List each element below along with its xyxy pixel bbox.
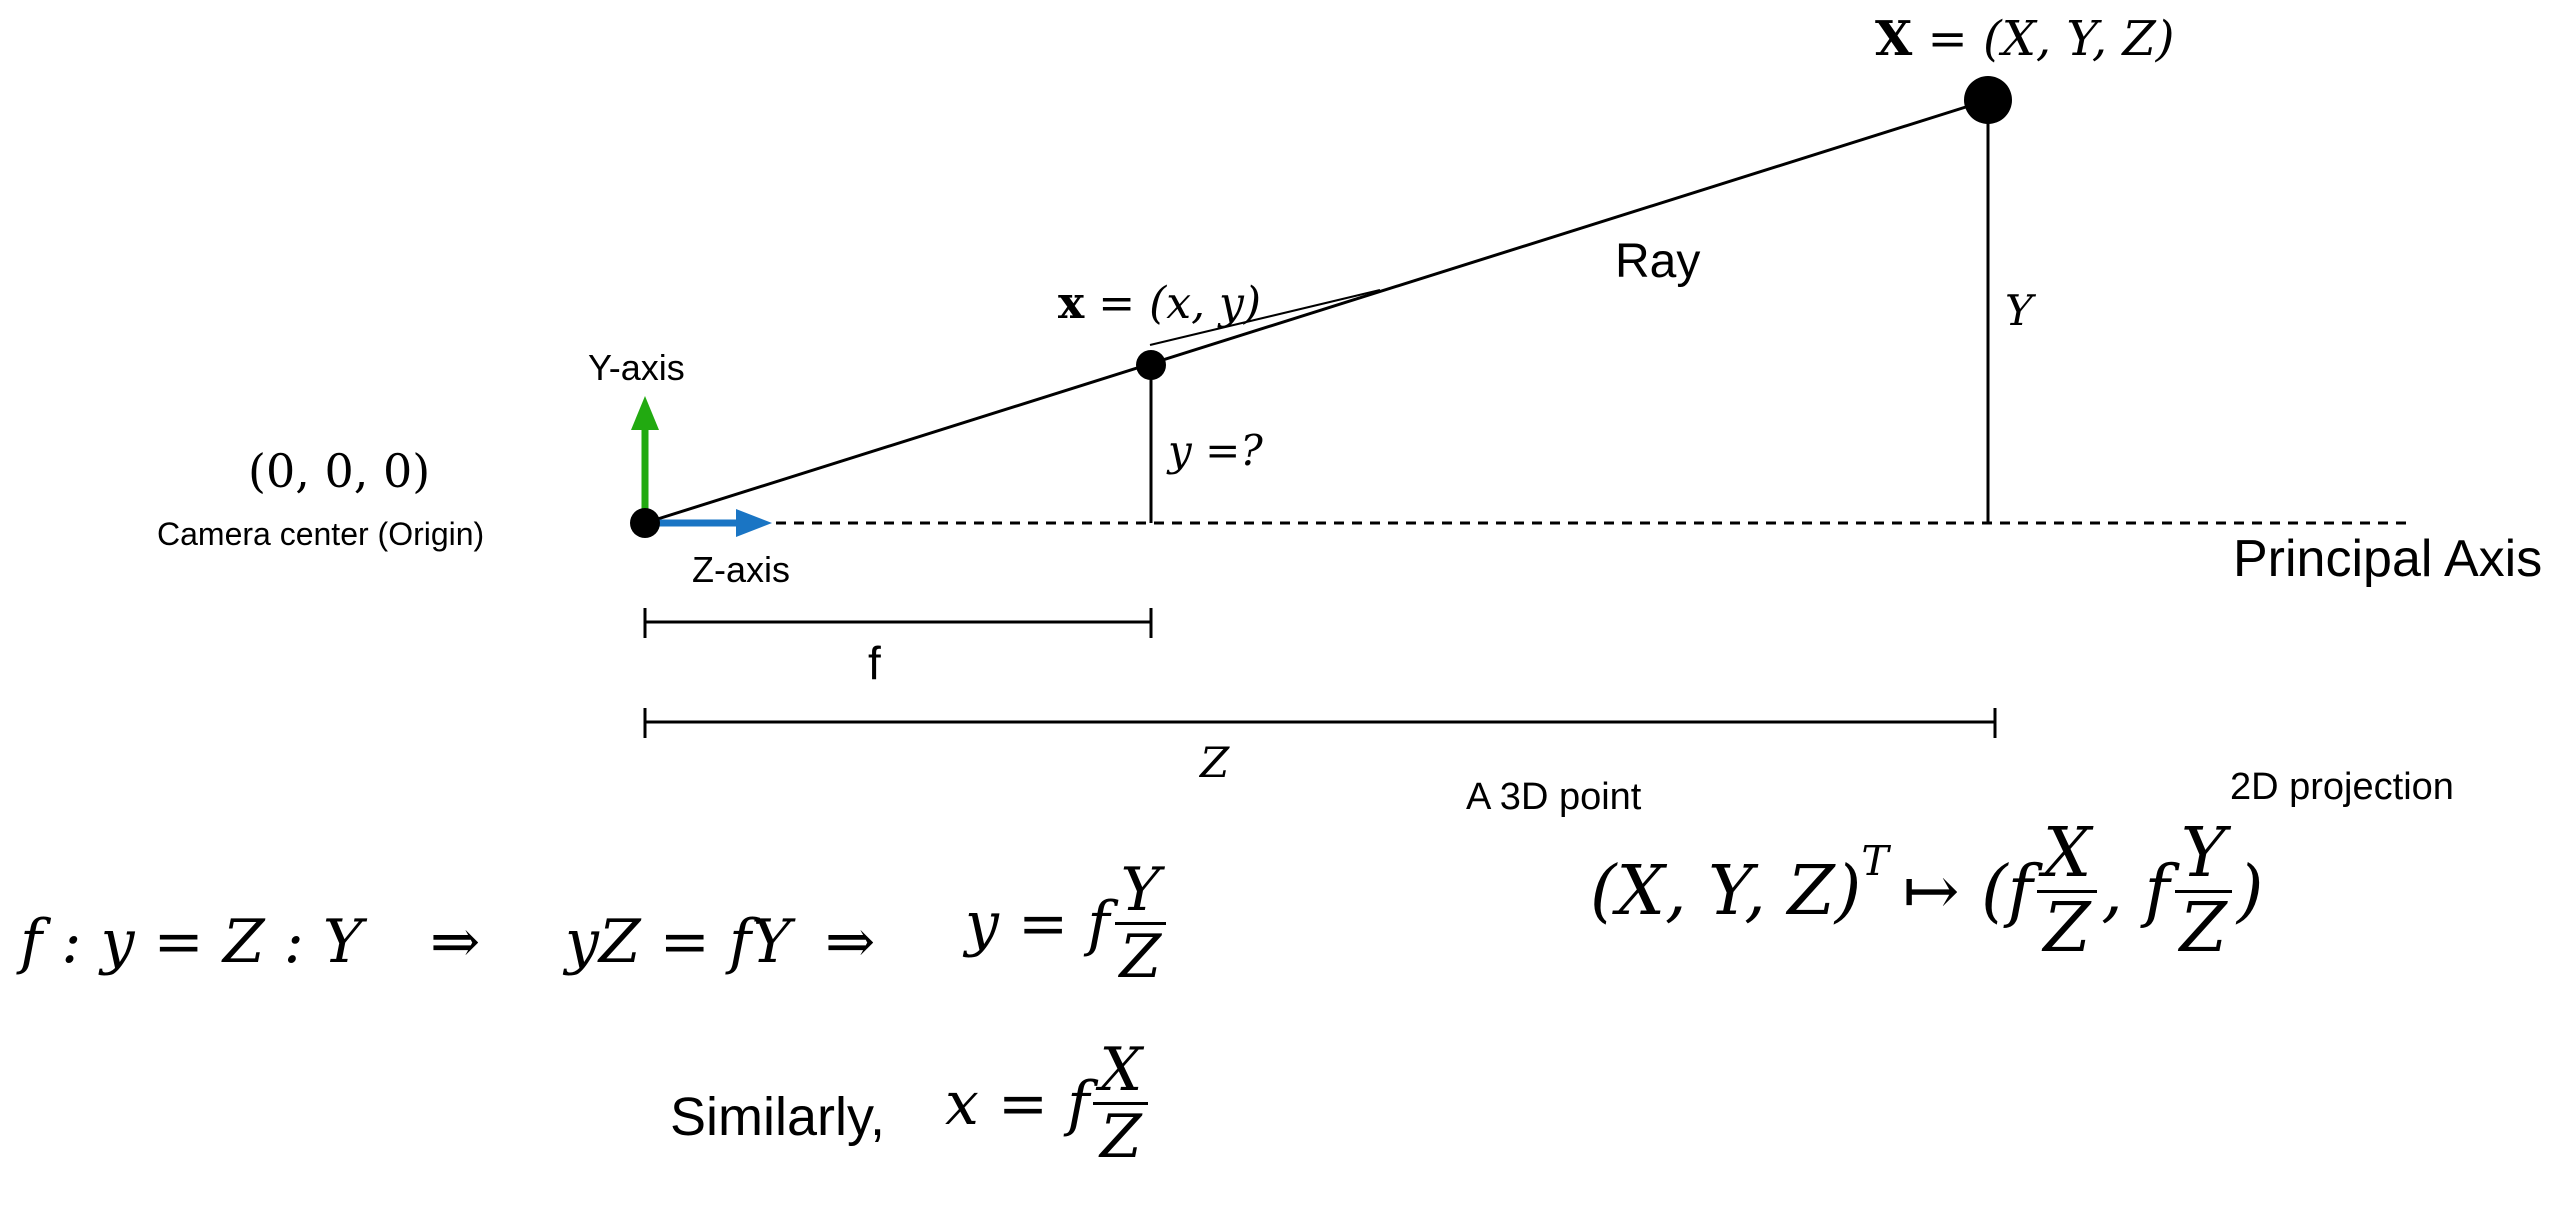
- world-point-coords: = (X, Y, Z): [1927, 11, 2175, 67]
- X-over-Z-fraction: X Z: [2036, 820, 2098, 968]
- similarly-label: Similarly,: [670, 1087, 885, 1147]
- origin-point: [630, 508, 660, 538]
- fraction-denominator: Z: [2179, 889, 2227, 968]
- fraction-numerator: X: [2036, 820, 2098, 893]
- fraction-numerator: Y: [2174, 820, 2232, 893]
- projection-mapping: (X, Y, Z) T ↦ (f X Z , f Y Z ): [1590, 820, 2263, 963]
- world-point-symbol: X: [1875, 11, 1913, 67]
- principal-axis-label: Principal Axis: [2233, 530, 2543, 588]
- fraction-denominator: Z: [1099, 1102, 1142, 1172]
- image-point-coords: = (x, y): [1098, 278, 1262, 329]
- fraction-numerator: Y: [1114, 860, 1167, 925]
- world-point-label: X = (X, Y, Z): [1875, 15, 2175, 63]
- ray-line: [644, 98, 1989, 525]
- Z-dimension-label: Z: [1200, 738, 1230, 787]
- x-solution-lhs: x = f: [945, 1068, 1090, 1139]
- z-axis-label: Z-axis: [692, 549, 790, 590]
- ray-label: Ray: [1615, 235, 1701, 288]
- yZ-equation: yZ = fY: [565, 907, 791, 977]
- world-point: [1964, 76, 2012, 124]
- a-3d-point-label: A 3D point: [1466, 776, 1642, 818]
- x-solution-equation: x = f X Z: [945, 1040, 1152, 1167]
- fraction-denominator: Z: [2043, 889, 2091, 968]
- projection-lhs: (X, Y, Z): [1590, 851, 1862, 931]
- ratio-equation: f : y = Z : Y: [20, 912, 363, 972]
- fraction-denominator: Z: [1119, 922, 1162, 992]
- Y-over-Z-fraction: Y Z: [1114, 860, 1168, 987]
- ratio-expression: f : y = Z : Y: [20, 907, 363, 977]
- y-solution-lhs: y = f: [965, 888, 1110, 959]
- y-unknown-label: y =?: [1168, 426, 1263, 475]
- mapsto-symbol: ↦ (f: [1902, 851, 2033, 931]
- image-point-label: x = (x, y): [1058, 282, 1261, 326]
- f-dimension-label: f: [868, 637, 881, 689]
- y-axis-label: Y-axis: [588, 347, 685, 388]
- y-axis-arrow-head: [631, 396, 659, 430]
- Y-height-label: Y: [2005, 286, 2033, 335]
- comma-f: , f: [2101, 851, 2170, 931]
- 2d-projection-label: 2D projection: [2230, 766, 2454, 808]
- image-point-symbol: x: [1058, 278, 1085, 329]
- implies-symbol-1: ⇒: [430, 907, 481, 977]
- camera-center-label: Camera center (Origin): [157, 516, 485, 552]
- fraction-numerator: X: [1093, 1040, 1149, 1105]
- X-over-Z-fraction: X Z: [1093, 1040, 1149, 1172]
- ray-highlight-segment: [1149, 289, 1381, 346]
- origin-coords-label: (0, 0, 0): [248, 444, 431, 498]
- image-point: [1136, 350, 1166, 380]
- z-axis-arrow-head: [736, 509, 772, 537]
- close-paren: ): [2236, 851, 2264, 931]
- implies-symbol-2: ⇒: [825, 907, 876, 977]
- Y-over-Z-fraction: Y Z: [2174, 820, 2233, 963]
- transpose-symbol: T: [1861, 837, 1889, 886]
- y-solution-equation: y = f Y Z: [965, 860, 1171, 987]
